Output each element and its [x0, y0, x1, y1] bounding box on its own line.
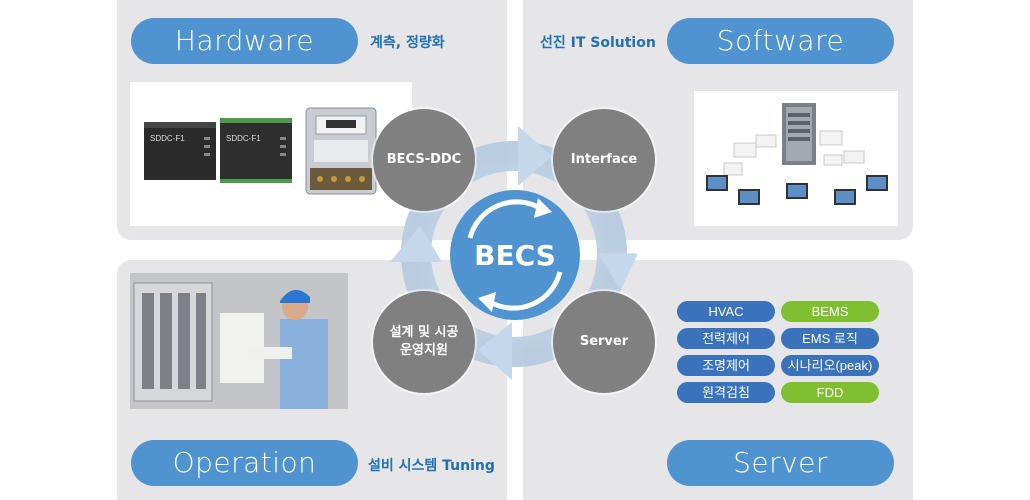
tag-power-control: 전력제어 — [677, 328, 775, 349]
node-becs-ddc: BECS-DDC — [373, 109, 475, 211]
hardware-title: Hardware — [131, 18, 358, 64]
tag-bems: BEMS — [781, 301, 879, 322]
tag-fdd: FDD — [781, 382, 879, 403]
server-title: Server — [667, 440, 894, 486]
node-operation: 설계 및 시공 운영지원 — [373, 291, 475, 393]
tag-scenario-peak: 시나리오(peak) — [781, 355, 879, 376]
tag-ems-logic: EMS 로직 — [781, 328, 879, 349]
tag-hvac: HVAC — [677, 301, 775, 322]
engineer-photo — [130, 273, 348, 409]
node-server: Server — [553, 291, 655, 393]
tag-remote-metering: 원격검침 — [677, 382, 775, 403]
network-photo — [694, 91, 898, 226]
software-caption: 선진 IT Solution — [540, 35, 656, 51]
device2-label: SDDC-F1 — [226, 134, 261, 143]
hardware-caption: 계측, 정량화 — [370, 35, 445, 51]
tag-lighting-control: 조명제어 — [677, 355, 775, 376]
software-title: Software — [667, 18, 894, 64]
node-interface: Interface — [553, 109, 655, 211]
operation-title: Operation — [131, 440, 358, 486]
hardware-photo: SDDC-F1 SDDC-F1 — [130, 82, 412, 226]
becs-center: BECS — [450, 190, 580, 320]
operation-caption: 설비 시스템 Tuning — [368, 458, 495, 474]
device1-label: SDDC-F1 — [150, 134, 185, 143]
